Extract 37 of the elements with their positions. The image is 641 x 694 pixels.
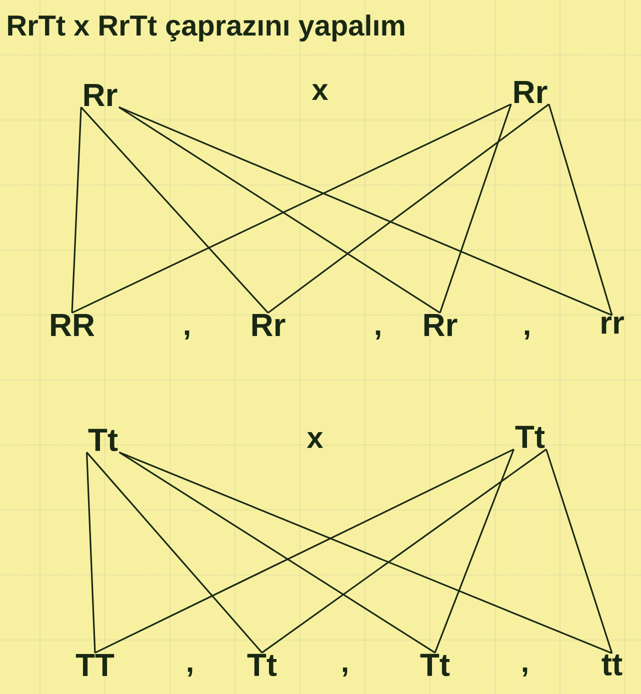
genotype-label: Rr	[514, 81, 548, 103]
genotype-label: Rr	[424, 314, 458, 336]
cross-sign: x	[312, 84, 328, 100]
genotype-label: rr	[602, 316, 624, 334]
cross-sign: ,	[376, 330, 380, 340]
cross-sign: ,	[184, 330, 190, 340]
genotype-label: Rr	[84, 84, 118, 106]
cross-line	[86, 452, 263, 654]
cross-sign: x	[306, 432, 324, 448]
genotype-label: Tt	[88, 428, 118, 452]
cross-line	[71, 107, 82, 313]
cross-line	[94, 448, 514, 654]
title: RrTt x RrTt çaprazını yapalım	[8, 14, 404, 42]
cross-line	[72, 103, 512, 314]
cross-sign: ,	[522, 667, 528, 677]
cross-line	[118, 106, 440, 314]
cross-line	[86, 452, 96, 653]
genotype-label: Tt	[247, 654, 277, 676]
genotype-label: Tt	[515, 426, 545, 448]
cross-line	[118, 106, 612, 316]
genotype-label: tt	[602, 654, 622, 676]
cross-line	[80, 106, 269, 314]
cross-line	[118, 452, 436, 654]
cross-sign: ,	[342, 667, 348, 677]
cross-line	[262, 448, 547, 654]
genotype-label: Rr	[252, 314, 286, 336]
cross-line	[439, 104, 512, 314]
cross-line	[118, 452, 612, 654]
cross-line	[545, 449, 613, 654]
genotype-label: RR	[51, 314, 94, 336]
cross-line	[548, 104, 613, 316]
genotype-label: TT	[76, 654, 114, 676]
cross-sign: ,	[524, 330, 530, 340]
cross-line	[268, 104, 550, 314]
genotype-label: Tt	[420, 654, 450, 676]
cross-line	[434, 449, 514, 653]
cross-sign: ,	[188, 667, 192, 677]
